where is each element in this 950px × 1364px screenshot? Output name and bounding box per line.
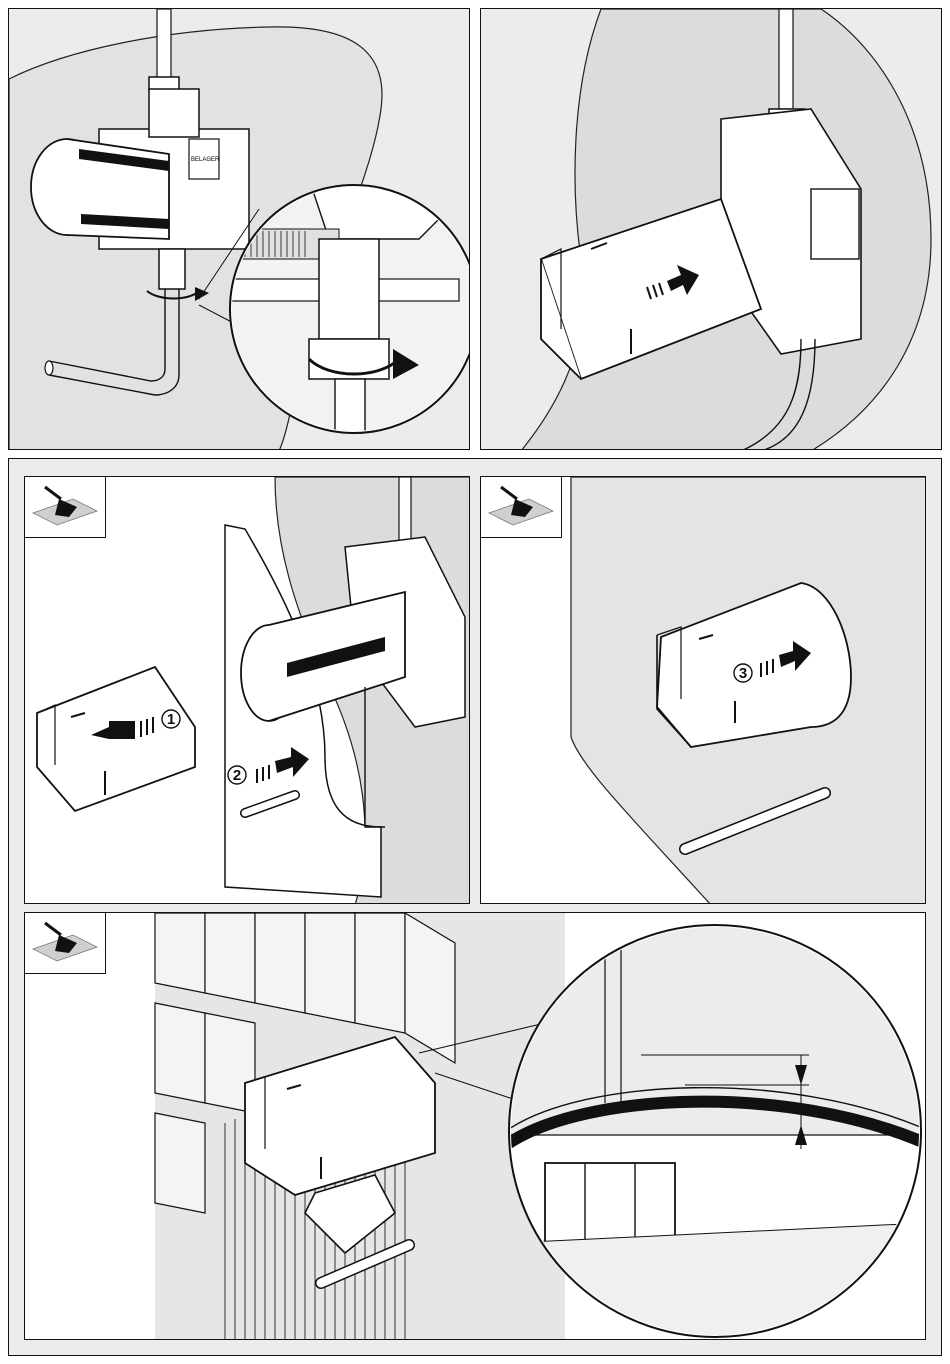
trowel-badge-3 (25, 913, 106, 974)
cap-reposition-illustration: 1 2 (25, 477, 470, 904)
cap-refit-illustration: 3 (481, 477, 926, 904)
trowel-icon (25, 477, 105, 537)
trowel-icon (25, 913, 105, 973)
valve-connection-illustration: BELAGER (9, 9, 470, 450)
step-label-3: 3 (739, 665, 747, 682)
step-label-2: 2 (233, 767, 241, 784)
panel-cap-reposition: 1 2 (24, 476, 470, 904)
panel-valve-connection: BELAGER (8, 8, 470, 450)
trowel-badge-1 (25, 477, 106, 538)
step-label-1: 1 (167, 711, 175, 728)
cap-installed-illustration (481, 9, 942, 450)
panel-cap-installed (480, 8, 942, 450)
trowel-badge-2 (481, 477, 562, 538)
panel-cap-refit: 3 (480, 476, 926, 904)
brand-mark: BELAGER (191, 157, 220, 163)
tiling-detail-illustration (25, 913, 926, 1340)
trowel-icon (481, 477, 561, 537)
panel-tiling-detail (24, 912, 926, 1340)
